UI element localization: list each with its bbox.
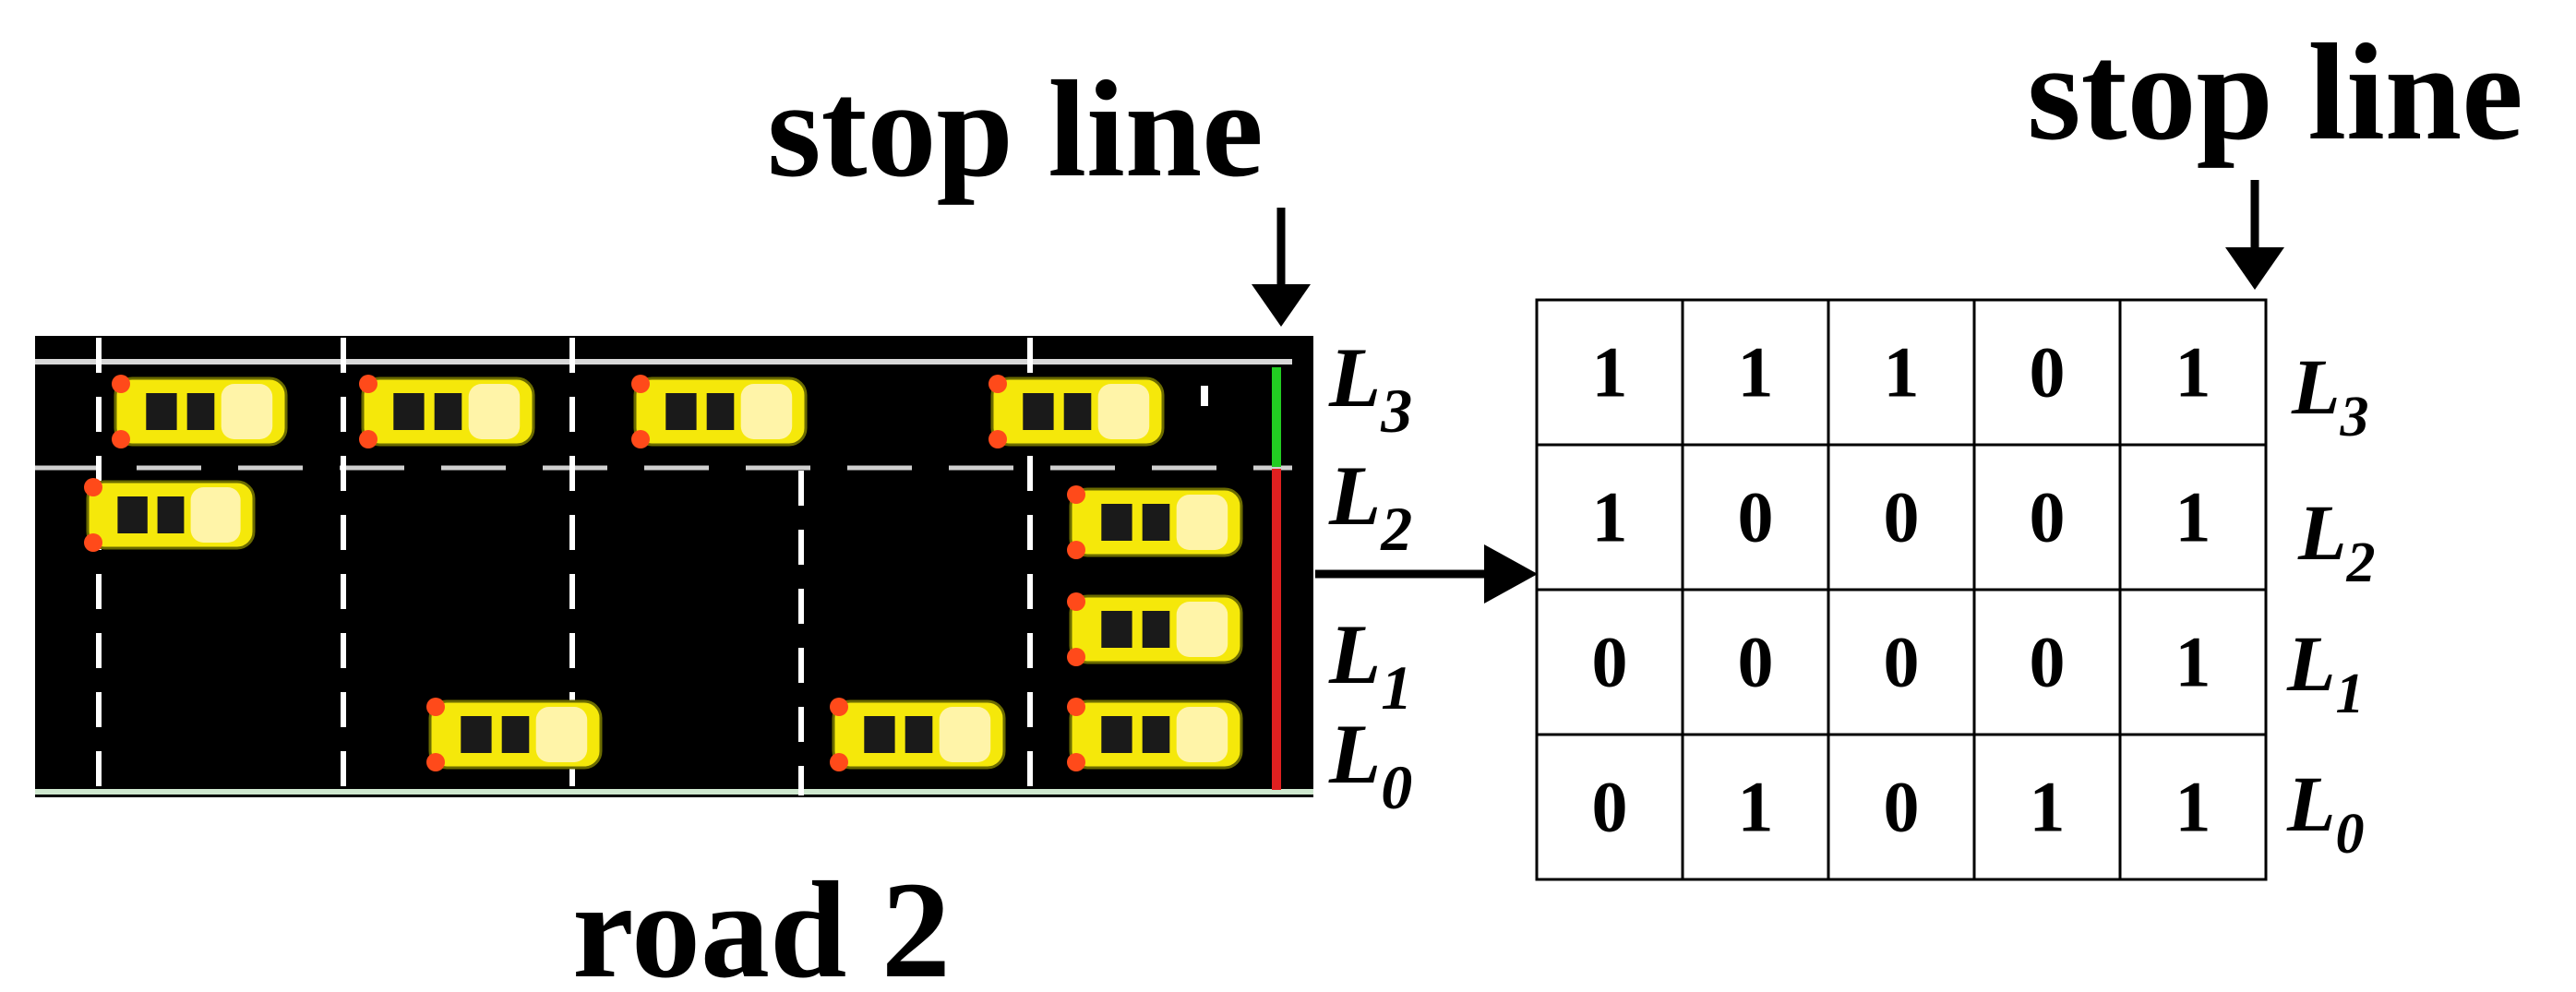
matrix-cell: 0 xyxy=(2030,477,2066,557)
matrix-cell: 0 xyxy=(1738,622,1774,702)
matrix-cell: 1 xyxy=(1738,332,1774,412)
matrix-cell: 1 xyxy=(1592,332,1628,412)
car xyxy=(1067,485,1243,559)
matrix-cell: 1 xyxy=(2030,767,2066,847)
car xyxy=(830,698,1006,771)
right-lane-label-l0: L0 xyxy=(2286,759,2365,866)
matrix-cell: 1 xyxy=(2175,622,2211,702)
matrix-cell: 0 xyxy=(1738,477,1774,557)
matrix-cell: 1 xyxy=(2175,332,2211,412)
left-lane-label-l3: L3 xyxy=(1328,330,1412,446)
matrix-cell: 1 xyxy=(1738,767,1774,847)
matrix-cell: 0 xyxy=(1592,767,1628,847)
right-lane-label-l1: L1 xyxy=(2286,619,2365,725)
matrix-cell: 0 xyxy=(2030,332,2066,412)
left-stop-line-arrow xyxy=(1252,208,1311,327)
signal-l0 xyxy=(1272,688,1281,790)
matrix-cell: 1 xyxy=(2175,477,2211,557)
car xyxy=(1067,698,1243,771)
mapping-arrow xyxy=(1315,544,1538,604)
stop-marker xyxy=(1201,386,1208,406)
occupancy-matrix: 1 1 1 0 1 1 0 0 0 1 0 0 0 0 1 0 1 0 1 1 xyxy=(1535,298,2268,881)
matrix-cell: 1 xyxy=(2175,767,2211,847)
signal-l3 xyxy=(1272,367,1281,467)
right-stop-line-label: stop line xyxy=(2027,16,2523,169)
signal-l1 xyxy=(1272,580,1281,688)
left-lane-labels: L3 L2 L1 L0 xyxy=(1328,330,1412,822)
right-stop-line-arrow xyxy=(2225,180,2284,290)
matrix-cell: 1 xyxy=(1884,332,1920,412)
car xyxy=(988,375,1165,448)
matrix-cell: 0 xyxy=(1884,767,1920,847)
left-lane-label-l1: L1 xyxy=(1328,607,1412,723)
matrix-cell: 0 xyxy=(2030,622,2066,702)
right-lane-labels: L3 L2 L1 L0 xyxy=(2286,342,2376,866)
right-lane-label-l3: L3 xyxy=(2291,342,2369,448)
matrix-cell: 0 xyxy=(1884,622,1920,702)
car xyxy=(426,698,603,771)
right-lane-label-l2: L2 xyxy=(2297,488,2376,594)
car xyxy=(84,478,256,552)
road-label: road 2 xyxy=(572,854,951,992)
car xyxy=(631,375,808,448)
cars xyxy=(84,375,1243,771)
car xyxy=(359,375,535,448)
car xyxy=(1067,592,1243,666)
car xyxy=(112,375,288,448)
matrix-cell: 1 xyxy=(1592,477,1628,557)
road-scene xyxy=(35,336,1313,797)
matrix-cell: 0 xyxy=(1592,622,1628,702)
matrix-cell: 0 xyxy=(1884,477,1920,557)
signal-l2 xyxy=(1272,469,1281,580)
left-lane-label-l2: L2 xyxy=(1328,448,1412,564)
left-lane-label-l0: L0 xyxy=(1328,707,1412,822)
left-stop-line-label: stop line xyxy=(767,53,1264,206)
